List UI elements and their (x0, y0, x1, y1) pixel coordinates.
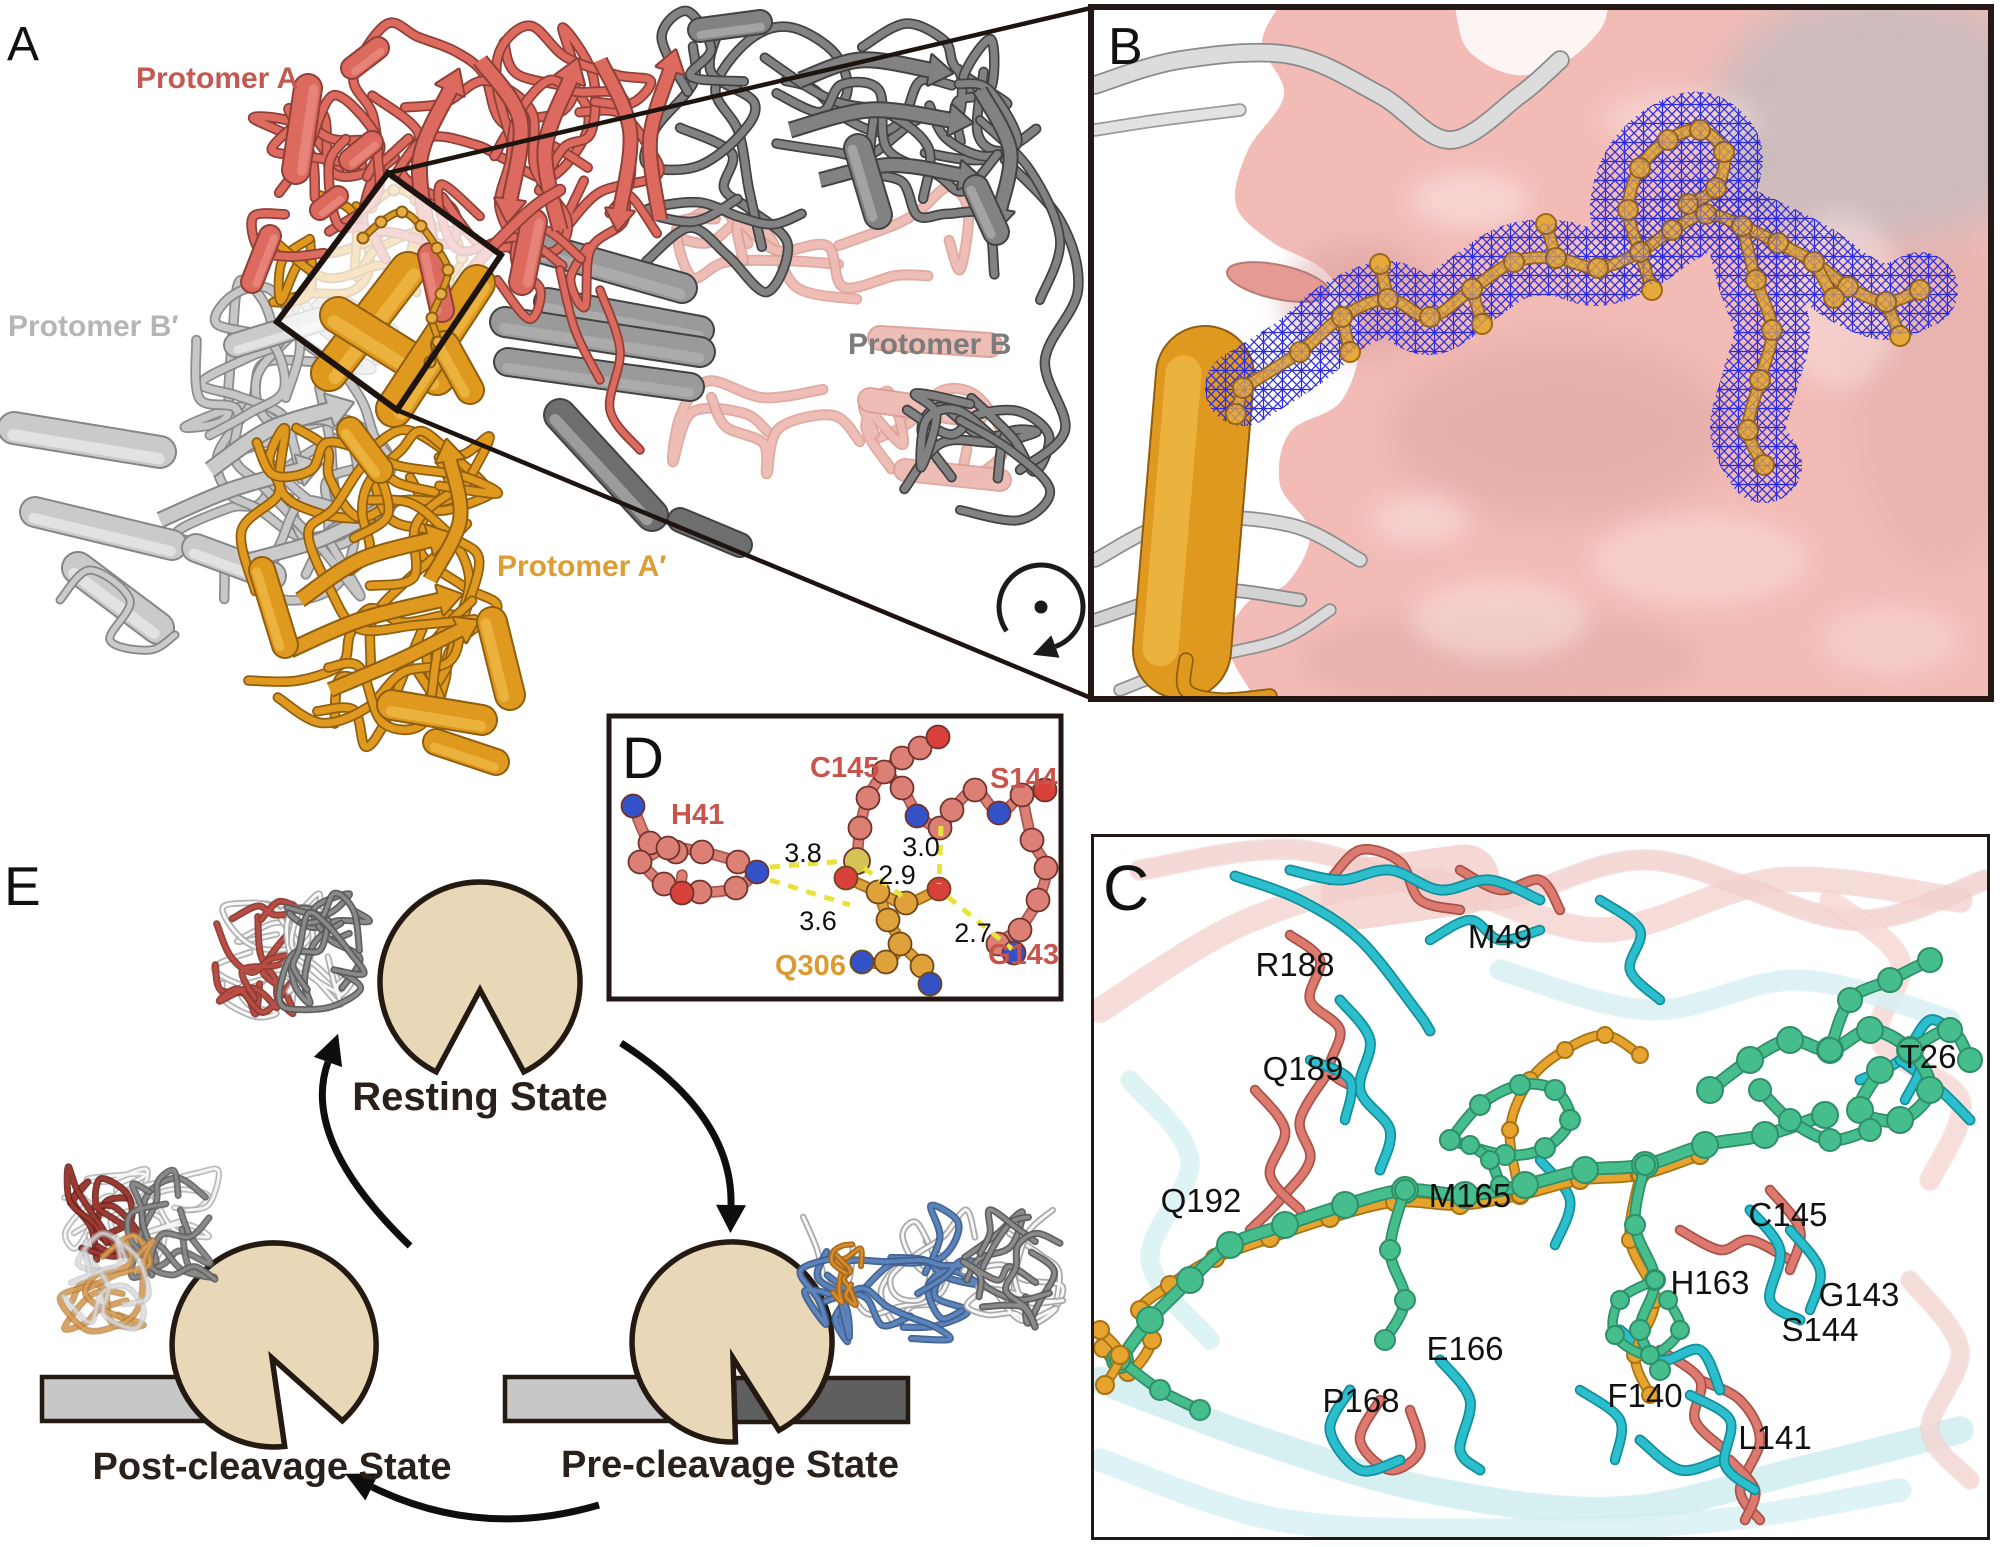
svg-text:M165: M165 (1429, 1177, 1512, 1214)
svg-text:Q189: Q189 (1263, 1050, 1344, 1087)
svg-text:3.6: 3.6 (799, 906, 837, 936)
svg-text:C: C (1103, 852, 1149, 924)
svg-text:Resting State: Resting State (352, 1075, 608, 1119)
svg-text:M49: M49 (1468, 918, 1532, 955)
svg-text:E: E (4, 855, 41, 917)
svg-text:E166: E166 (1426, 1330, 1503, 1367)
svg-text:3.0: 3.0 (902, 832, 940, 862)
svg-text:H163: H163 (1671, 1264, 1750, 1301)
svg-text:Protomer A: Protomer A (136, 62, 298, 95)
svg-text:S144: S144 (1781, 1311, 1858, 1348)
svg-text:G143: G143 (988, 939, 1059, 971)
svg-text:Protomer B′: Protomer B′ (8, 310, 179, 343)
svg-text:Protomer B: Protomer B (848, 328, 1011, 361)
svg-text:C145: C145 (810, 752, 879, 784)
svg-text:F140: F140 (1607, 1377, 1682, 1414)
svg-text:Q306: Q306 (775, 950, 846, 982)
svg-text:2.9: 2.9 (878, 860, 916, 890)
svg-text:Protomer A′: Protomer A′ (497, 550, 666, 583)
svg-text:R188: R188 (1256, 946, 1335, 983)
svg-text:D: D (622, 726, 664, 791)
svg-text:T26: T26 (1900, 1038, 1957, 1075)
svg-text:2.7: 2.7 (954, 918, 992, 948)
svg-text:B: B (1108, 18, 1143, 76)
svg-text:Q192: Q192 (1161, 1182, 1242, 1219)
svg-text:S144: S144 (990, 763, 1058, 795)
svg-text:Pre-cleavage State: Pre-cleavage State (561, 1444, 899, 1486)
svg-text:G143: G143 (1819, 1276, 1900, 1313)
svg-text:P168: P168 (1322, 1382, 1399, 1419)
svg-text:3.8: 3.8 (784, 838, 822, 868)
svg-text:A: A (7, 18, 39, 71)
svg-text:Post-cleavage State: Post-cleavage State (92, 1446, 451, 1488)
svg-text:C145: C145 (1749, 1196, 1828, 1233)
svg-text:H41: H41 (671, 799, 724, 831)
svg-text:L141: L141 (1738, 1419, 1811, 1456)
